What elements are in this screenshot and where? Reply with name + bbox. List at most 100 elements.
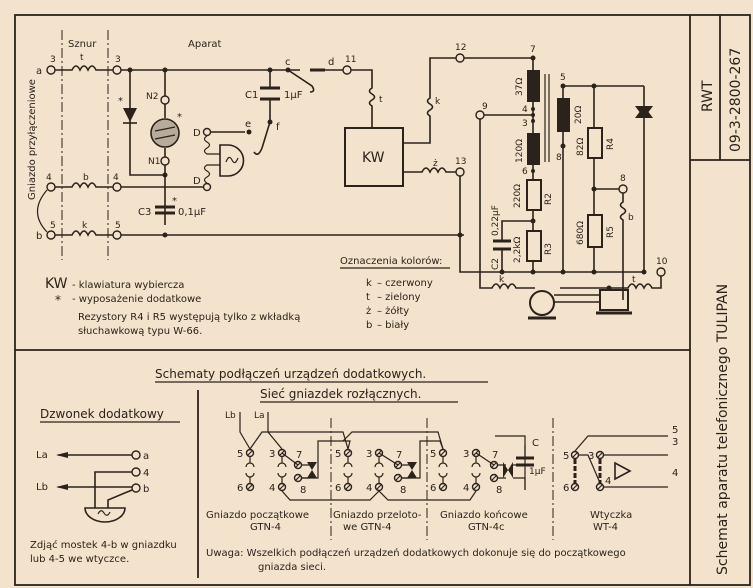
- socket-pin-slash: [345, 450, 351, 456]
- bell-terminal-a: [131, 450, 141, 460]
- terminal-label: 13: [455, 157, 466, 167]
- org-label: RWT: [700, 80, 716, 112]
- junction-dot: [560, 269, 566, 275]
- junction-dot: [162, 232, 168, 238]
- terminal-d-top: [202, 127, 212, 137]
- junction-dot: [457, 232, 463, 238]
- c2-value: 0,22µF: [491, 205, 501, 236]
- terminal-label: 4: [522, 105, 528, 115]
- lower-note-2: gniazda sieci.: [258, 562, 326, 573]
- legend-star-desc: - wyposażenie dodatkowe: [72, 294, 201, 305]
- socket-link-3-7: [281, 452, 299, 466]
- wire-label: ż: [433, 159, 438, 169]
- socket-pin-slash: [247, 450, 253, 456]
- pin-label: 8: [300, 485, 306, 496]
- wire-label: t: [80, 53, 84, 63]
- n1-label: N1: [148, 157, 160, 167]
- resistor-r3: [526, 230, 542, 262]
- junction-dot: [560, 143, 566, 149]
- socket-pin-slash: [473, 484, 479, 490]
- junction-dot: [162, 172, 168, 178]
- outer-frame: [14, 14, 751, 586]
- socket-link-3-7: [378, 452, 399, 466]
- socket-pin-slash: [247, 484, 253, 490]
- wire-13-10: [459, 176, 645, 273]
- terminal-label: 12: [455, 43, 466, 53]
- socket-contact: [471, 457, 481, 483]
- handset-wires: [525, 287, 600, 303]
- terminal-label: 4: [113, 173, 119, 183]
- socket-3-cap-value: 1µF: [529, 467, 546, 477]
- wire-z-13: [403, 167, 456, 174]
- ringer-d-label: D: [193, 176, 201, 187]
- terminal-label: 11: [345, 55, 356, 65]
- hook-switch-cd[interactable]: [287, 69, 315, 93]
- socket-3-name: Gniazdo końcowe: [440, 509, 528, 521]
- r3-label: R3: [544, 243, 554, 255]
- c2-branch: [501, 220, 533, 272]
- terminal-3: [112, 65, 122, 75]
- socket-1-type: GTN-4: [250, 522, 281, 533]
- coil-37-icon: [527, 70, 540, 102]
- terminal-a: [46, 65, 56, 75]
- pin-label: 8: [400, 485, 406, 496]
- terminal-12: [455, 53, 465, 63]
- r5-label: R5: [606, 226, 616, 238]
- socket-2-type: we GTN-4: [343, 522, 391, 533]
- c3-value: 0,1µF: [178, 207, 206, 218]
- socket-pin-slash: [295, 475, 301, 481]
- socket-interconnect-8: [302, 440, 351, 479]
- line-a-label: a: [36, 66, 42, 77]
- contact-label: e: [245, 119, 251, 130]
- pin-label: 3: [366, 449, 372, 460]
- socket-pin-slash: [376, 484, 382, 490]
- c1-value: 1µF: [284, 90, 303, 101]
- socket-pin-slash: [572, 484, 578, 490]
- wire-label: b: [83, 173, 89, 183]
- hook-switch-ef[interactable]: [253, 121, 271, 156]
- pin-label: 4: [269, 483, 275, 494]
- pin-label: 5: [237, 449, 243, 460]
- bell-note-2: lub 4-5 we wtyczce.: [30, 554, 129, 565]
- pin-label: 6: [335, 483, 341, 494]
- junction-dot: [162, 67, 168, 73]
- cap-wire: [513, 445, 526, 490]
- r3-value: 2,2kΩ: [513, 236, 523, 263]
- terminal-label: 5: [560, 73, 566, 83]
- resistor-r2: [526, 179, 542, 211]
- terminal-11: [342, 65, 352, 75]
- terminal-d-bottom: [202, 182, 212, 192]
- color-name-t: – zielony: [377, 292, 421, 303]
- neon-electrode: [154, 126, 176, 132]
- terminal-b: [46, 230, 56, 240]
- wire-b-8: [619, 193, 627, 300]
- junction-dot: [591, 269, 597, 275]
- junction-dot: [531, 169, 535, 173]
- color-code-t: t: [366, 292, 370, 303]
- diode-branch: [129, 70, 165, 176]
- socket-pin-slash: [395, 475, 401, 481]
- pin-label: 6: [237, 483, 243, 494]
- socket-1-name: Gniazdo początkowe: [206, 510, 309, 521]
- arrow-icon: [56, 484, 68, 490]
- wire-label: t: [632, 275, 636, 285]
- doc-number: 09-3-2800-267: [728, 48, 744, 152]
- terminal-5: [112, 230, 122, 240]
- junction-dot: [531, 107, 535, 111]
- extra-bell-icon: [84, 507, 126, 523]
- contact-e: [246, 129, 252, 135]
- terminal-label: 3: [115, 55, 121, 65]
- bell-terminal-b: [131, 483, 141, 493]
- bridge-4-b: [36, 189, 48, 233]
- pin-label: 4: [366, 483, 372, 494]
- color-name-z: – żółty: [377, 305, 409, 317]
- lower-subheading: Sieć gniazdek rozłącznych.: [260, 387, 421, 401]
- varistor-icon: [635, 106, 653, 118]
- coil-20-value: 20Ω: [574, 106, 584, 124]
- keypad-kw[interactable]: [344, 127, 404, 187]
- pin-label: 6: [563, 483, 569, 494]
- junction-dot: [127, 67, 133, 73]
- terminal-label: 3: [522, 119, 528, 129]
- junction-dot: [531, 119, 535, 123]
